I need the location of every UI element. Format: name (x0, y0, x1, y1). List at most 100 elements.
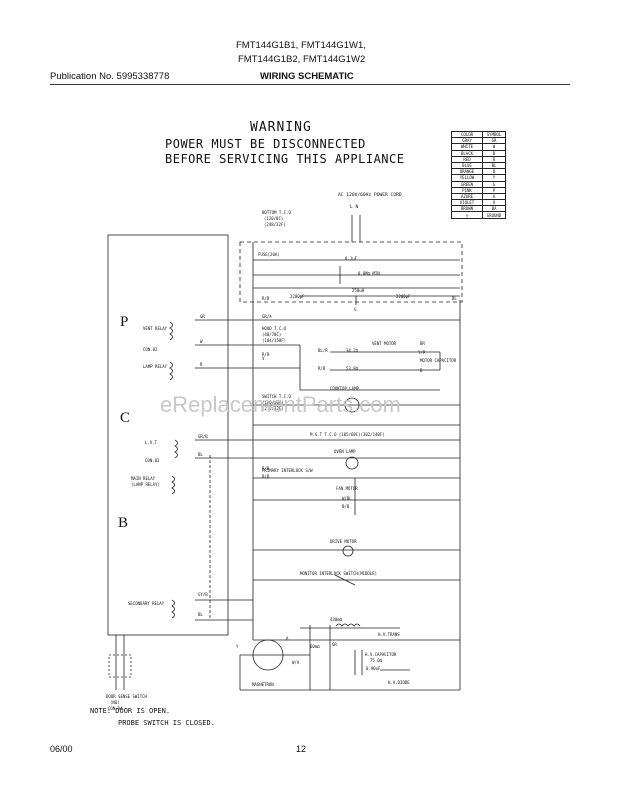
wire-color-label: W (200, 339, 203, 344)
wire-color-label: R/B (262, 296, 270, 301)
trans-ohm1: 430mΩ (330, 617, 343, 622)
primary-interlock-label: PRIMARY INTERLOCK S/W (262, 468, 313, 473)
hood-tco-t2: (104/158F) (262, 338, 286, 343)
wire-color-label: W/A (292, 660, 300, 665)
con03-label: CON.03 (145, 458, 160, 463)
wire-color-label: BR (420, 341, 425, 346)
fuse-label: FUSE(20A) (258, 252, 280, 257)
filter-res: 0.8MΩ MIN. (358, 271, 382, 276)
door-sense-label: DOOR SENSE SWITCH (106, 694, 148, 699)
control-board (107, 234, 229, 636)
cooktop-lamp-label: COOKTOP LAMP (330, 386, 359, 391)
footer-page: 12 (296, 744, 307, 754)
trans-ohm3: 75.0Ω (370, 658, 383, 663)
secondary-relay-label: SECONDARY RELAY (128, 601, 165, 606)
filter-coil: 250uH (352, 288, 365, 293)
legend-ground-row: ⏚GROUND (451, 211, 506, 219)
wire-color-label: W/BL (342, 496, 352, 501)
drive-motor-label: DRIVE MOTOR (330, 539, 357, 544)
section-title: WIRING SCHEMATIC (260, 71, 354, 82)
footer-date: 06/00 (50, 744, 73, 754)
magnetron-label: MAGNETRON (252, 682, 274, 687)
wire-color-label: A (286, 636, 289, 641)
con04-label: CON.04 (108, 706, 123, 711)
note-line2: PROBE SWITCH IS CLOSED. (118, 719, 215, 727)
switch-tco-t1: (100/60C) (262, 400, 284, 405)
wire-color-label: B (420, 368, 423, 373)
wire-color-label: R/B (318, 366, 326, 371)
filter-cap2: 2200pF (290, 294, 305, 299)
oven-lamp-label: OVEN LAMP (334, 449, 356, 454)
watermark: eReplacementParts.com (160, 392, 401, 417)
wire-color-label: BL (452, 296, 457, 301)
fan-motor-label: FAN MOTOR (336, 486, 358, 491)
l-n-label: L N (350, 204, 359, 210)
bottom-tco-temp2: (248/32F) (264, 222, 286, 227)
trans-ohm2: 60mΩ (310, 644, 320, 649)
warning-line2: BEFORE SERVICING THIS APPLIANCE (165, 152, 405, 166)
main-relay-coil (171, 475, 175, 495)
filter-cap1: 0.1uF (345, 256, 358, 261)
con02-label: CON.02 (143, 347, 158, 352)
power-cord-label: AC 120V/60Hz POWER CORD (338, 192, 402, 198)
vent-ohm1: 34.2Ω (346, 348, 359, 353)
wire-color-label: B/B (262, 474, 270, 479)
hv-trans-label: H.V.TRANS (378, 632, 400, 637)
filter-ground: G (354, 307, 357, 312)
wire-color-label: R/B (262, 466, 270, 471)
wire-color-label: V (262, 356, 265, 361)
model-numbers-line1: FMT144G1B1, FMT144G1W1, (236, 40, 366, 51)
wire-color-label: GR/B (198, 434, 208, 439)
wire-color-label: R (200, 362, 203, 367)
vent-ohm2: 53.8Ω (346, 366, 359, 371)
wire-color-label: Y (236, 644, 239, 649)
board-label-c: C (120, 410, 130, 426)
bottom-tco-label: BOTTOM T.C.O (262, 210, 291, 215)
lamp-relay-label: LAMP RELAY (143, 364, 168, 369)
wire-color-label: BL/R (318, 348, 328, 353)
hv-trans-coil (335, 623, 361, 627)
noise-filter-box (239, 241, 463, 303)
motor-capacitor-label: MOTOR CAPACITOR (420, 358, 457, 363)
lvt-label: L.V.T (145, 440, 158, 445)
hv-diode-label: H.V.DIODE (388, 680, 410, 685)
secondary-relay-coil (171, 599, 175, 619)
wire-color-label: Y/P (418, 350, 426, 355)
wire-color-label: GR (332, 642, 337, 647)
hv-capacitor-label: H.V.CAPACITOR (365, 652, 397, 657)
main-relay-label: MAIN RELAY (131, 476, 156, 481)
warning-title: WARNING (250, 120, 312, 135)
hv-cap-value: 0.90uF (366, 666, 381, 671)
ground-label: GROUND (482, 211, 506, 219)
wire-color-label: GR (200, 314, 205, 319)
hood-tco-label: HOOD T.C.O (262, 326, 287, 331)
board-label-p: P (120, 314, 128, 330)
wire-color-label: R/R (262, 352, 270, 357)
model-numbers-line2: FMT144G1B2, FMT144G1W2 (238, 54, 366, 65)
lvt-coil (174, 439, 178, 459)
filter-cap3: 2200pF (396, 294, 411, 299)
wire-color-label: GY/B (198, 592, 208, 597)
switch-tco-label: SWITCH T.C.O (262, 394, 291, 399)
lamp-relay-coil (169, 361, 173, 381)
publication-number: Publication No. 5995338778 (50, 71, 170, 82)
wire-color-label: BL (198, 612, 203, 617)
note-line1: NOTE: DOOR IS OPEN. (90, 707, 171, 715)
switch-tco-t2: (212/32F) (262, 406, 284, 411)
vent-motor-label: VENT MOTOR (372, 341, 397, 346)
vent-relay-coil (169, 321, 173, 341)
wire-color-label: BL (198, 452, 203, 457)
warning-line1: POWER MUST BE DISCONNECTED (165, 137, 366, 151)
main-relay-label2: (LAMP RELAY) (131, 482, 160, 487)
vent-relay-label: VENT RELAY (143, 326, 168, 331)
hood-tco-t1: (40/70C) (262, 332, 281, 337)
bottom-tco-temp: (120/0C) (264, 216, 283, 221)
header-rule (50, 84, 570, 85)
monitor-interlock-label: MONITOR INTERLOCK SWITCH(MIDDLE) (300, 571, 377, 576)
mgt-tco-label: M.G.T T.C.O (105/60C)(302/140F) (310, 432, 385, 437)
wire-color-label: B/B (342, 504, 350, 509)
wire-color-label: GR/A (262, 314, 272, 319)
board-label-b: B (118, 515, 128, 531)
